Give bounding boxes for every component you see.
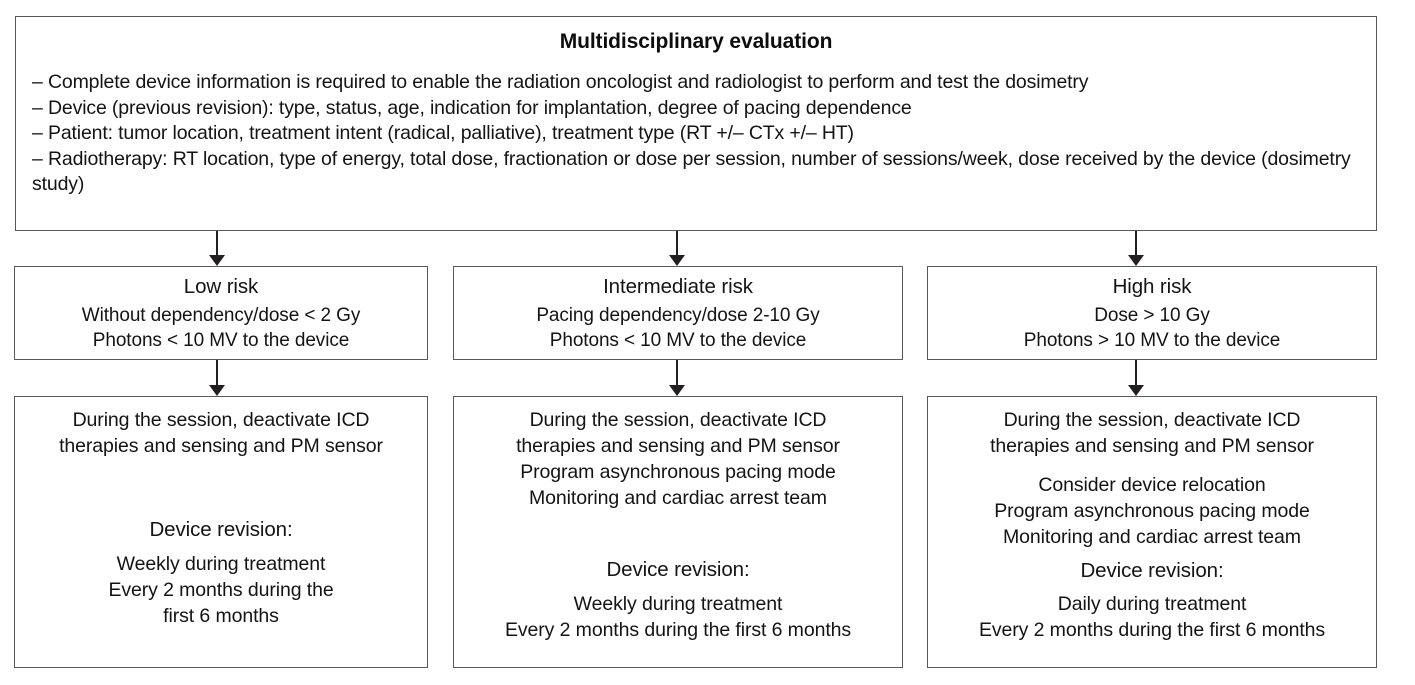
arrow-shaft [676, 360, 679, 385]
action-revision-heading-low: Device revision: [149, 518, 293, 541]
risk-box-intermediate: Intermediate risk Pacing dependency/dose… [453, 266, 903, 360]
arrow-head [209, 385, 225, 396]
arrow-down-icon-top-intermediate [669, 231, 685, 266]
arrow-head [1128, 385, 1144, 396]
action-extra-intermediate-2: Monitoring and cardiac arrest team [529, 487, 827, 509]
risk-criterion-low-2: Photons < 10 MV to the device [92, 330, 350, 351]
multidisciplinary-evaluation-box: Multidisciplinary evaluation – Complete … [15, 16, 1377, 231]
action-box-low: During the session, deactivate ICD thera… [14, 396, 428, 668]
evaluation-bullet-4: – Radiotherapy: RT location, type of ene… [32, 147, 1351, 196]
evaluation-bullet-2: – Device (previous revision): type, stat… [32, 96, 912, 119]
action-revision-high-1: Daily during treatment [1057, 593, 1247, 615]
risk-box-high: High risk Dose > 10 Gy Photons > 10 MV t… [927, 266, 1377, 360]
action-revision-heading-high: Device revision: [1080, 559, 1224, 582]
arrow-shaft [216, 360, 219, 385]
arrow-head [1128, 255, 1144, 266]
arrow-down-icon-top-low [209, 231, 225, 266]
action-session-low-2: therapies and sensing and PM sensor [59, 435, 383, 457]
action-revision-intermediate-1: Weekly during treatment [573, 593, 783, 615]
arrow-shaft [676, 231, 679, 255]
action-revision-low-1: Weekly during treatment [116, 553, 326, 575]
arrow-shaft [1135, 360, 1138, 385]
risk-title-intermediate: Intermediate risk [603, 275, 753, 298]
evaluation-bullet-list: – Complete device information is require… [32, 70, 1360, 198]
risk-title-high: High risk [1112, 275, 1192, 298]
action-extra-high-2: Program asynchronous pacing mode [994, 500, 1310, 522]
action-extra-high-3: Monitoring and cardiac arrest team [1003, 526, 1301, 548]
action-session-high-1: During the session, deactivate ICD [1003, 409, 1301, 431]
action-revision-high-2: Every 2 months during the first 6 months [978, 619, 1326, 641]
action-session-high-2: therapies and sensing and PM sensor [990, 435, 1314, 457]
risk-title-low: Low risk [183, 275, 259, 298]
arrow-head [209, 255, 225, 266]
page-title: Multidisciplinary evaluation [559, 30, 833, 53]
arrow-down-icon-top-high [1128, 231, 1144, 266]
action-box-intermediate: During the session, deactivate ICD thera… [453, 396, 903, 668]
risk-criterion-intermediate-2: Photons < 10 MV to the device [549, 330, 807, 351]
risk-criterion-low-1: Without dependency/dose < 2 Gy [81, 305, 361, 326]
arrow-head [669, 385, 685, 396]
arrow-down-icon-high-action [1128, 360, 1144, 396]
arrow-head [669, 255, 685, 266]
action-box-high: During the session, deactivate ICD thera… [927, 396, 1377, 668]
evaluation-bullet-1: – Complete device information is require… [32, 71, 1089, 93]
action-revision-heading-intermediate: Device revision: [606, 558, 750, 581]
action-revision-low-3: first 6 months [163, 605, 279, 627]
risk-criterion-high-1: Dose > 10 Gy [1094, 305, 1210, 326]
evaluation-bullet-3: – Patient: tumor location, treatment int… [32, 122, 854, 144]
arrow-down-icon-intermediate-action [669, 360, 685, 396]
action-extra-high-1: Consider device relocation [1038, 474, 1266, 496]
action-extra-intermediate-1: Program asynchronous pacing mode [520, 461, 836, 483]
action-session-intermediate-1: During the session, deactivate ICD [529, 409, 827, 431]
arrow-shaft [1135, 231, 1138, 255]
action-revision-low-2: Every 2 months during the [108, 579, 334, 601]
arrow-down-icon-low-action [209, 360, 225, 396]
action-session-intermediate-2: therapies and sensing and PM sensor [516, 435, 840, 457]
arrow-shaft [216, 231, 219, 255]
risk-box-low: Low risk Without dependency/dose < 2 Gy … [14, 266, 428, 360]
risk-criterion-high-2: Photons > 10 MV to the device [1023, 330, 1281, 351]
risk-criterion-intermediate-1: Pacing dependency/dose 2-10 Gy [536, 305, 820, 326]
action-session-low-1: During the session, deactivate ICD [72, 409, 370, 431]
action-revision-intermediate-2: Every 2 months during the first 6 months [504, 619, 852, 641]
